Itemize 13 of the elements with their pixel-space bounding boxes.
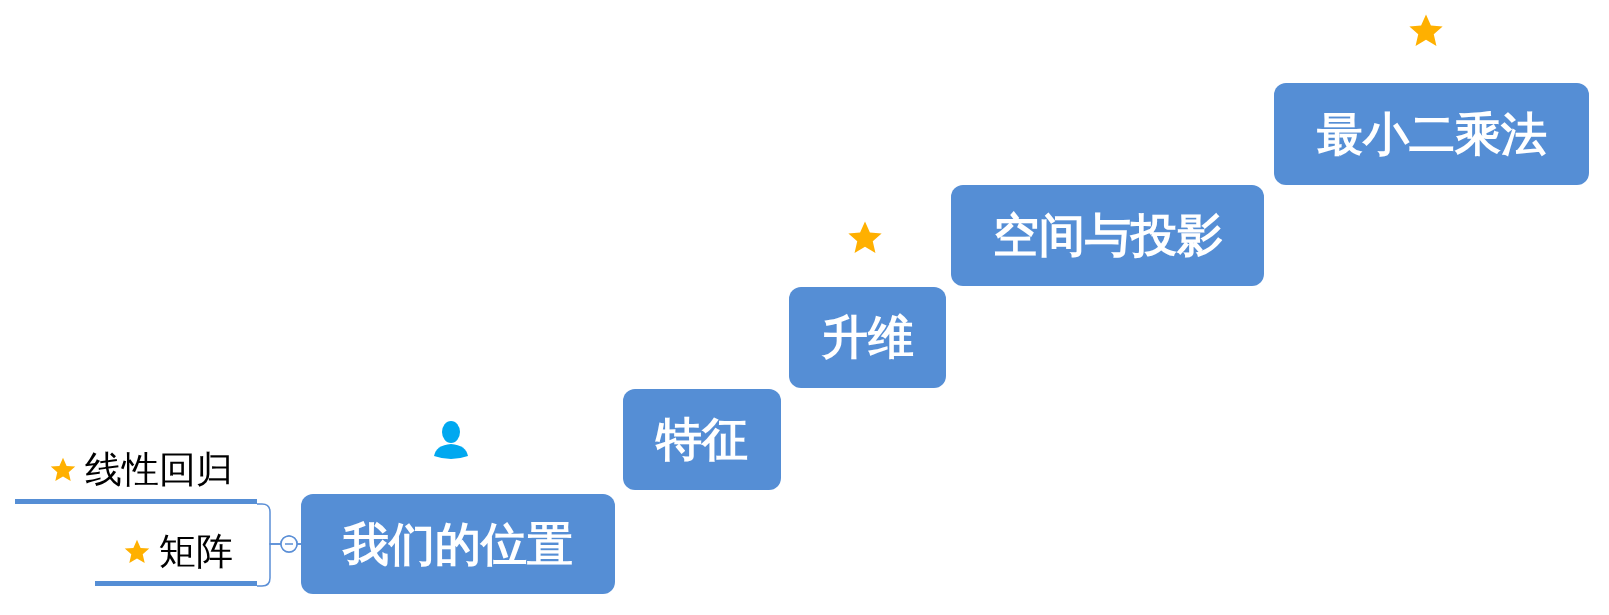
- topic-box: [951, 185, 1264, 286]
- topic-box: [301, 494, 615, 594]
- topic-box: [623, 389, 781, 490]
- topic-text: 升维: [821, 309, 914, 366]
- topic-text: 空间与投影: [992, 207, 1223, 264]
- subtopic-text: 线性回归: [85, 451, 233, 488]
- topic-text: 最小二乘法: [1316, 105, 1547, 163]
- topic-box: [1274, 83, 1589, 185]
- subtopic-text: 矩阵: [159, 533, 233, 570]
- topic-box: [789, 287, 946, 388]
- topic-text: 我们的位置: [343, 515, 573, 573]
- connector-line: [256, 535, 302, 587]
- topic-text: 特征: [656, 411, 748, 468]
